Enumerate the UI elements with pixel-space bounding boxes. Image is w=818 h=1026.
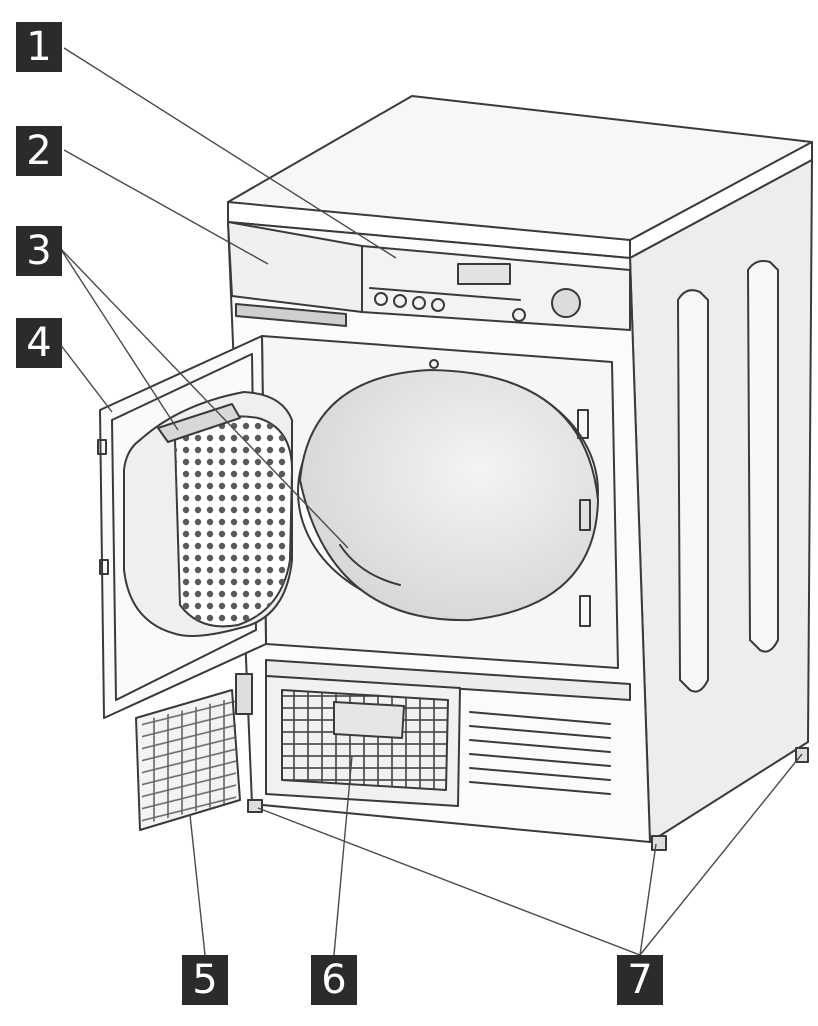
foot-front-right <box>651 835 667 851</box>
callout-badge-6: 6 <box>311 955 357 1005</box>
condenser <box>281 689 449 791</box>
leader-lines <box>59 47 803 956</box>
foot-front-left <box>247 799 263 813</box>
callout-badge-3: 3 <box>16 226 62 276</box>
callout-badge-2: 2 <box>16 126 62 176</box>
dryer-side <box>629 159 813 843</box>
callout-badge-5: 5 <box>182 955 228 1005</box>
callout-badge-4: 4 <box>16 318 62 368</box>
callout-badge-7: 7 <box>617 955 663 1005</box>
callout-badge-1: 1 <box>16 22 62 72</box>
program-knob <box>551 288 581 318</box>
display-window <box>457 263 511 285</box>
